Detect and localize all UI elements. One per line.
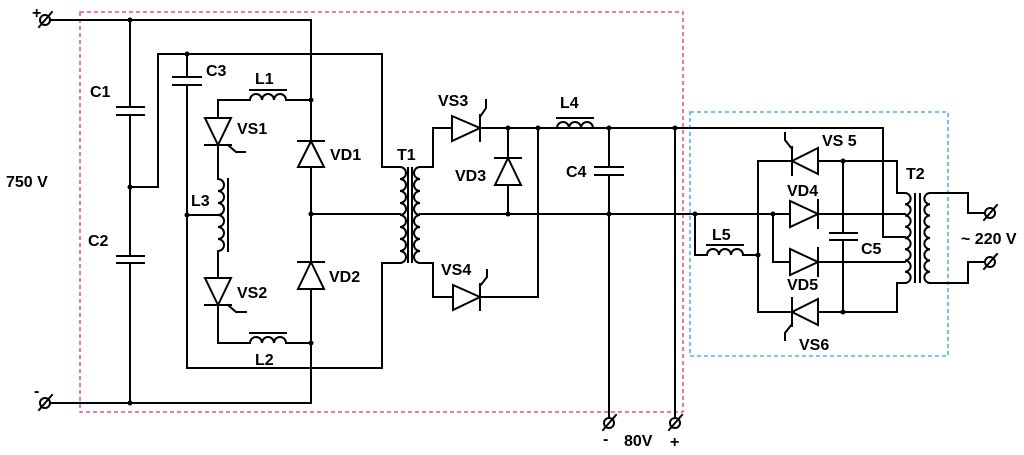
label-vd3: VD3 xyxy=(455,168,486,185)
label-vs1: VS1 xyxy=(237,121,267,138)
inductor-l1 xyxy=(248,89,288,102)
junction-dots xyxy=(127,17,846,406)
label-minus-in: - xyxy=(34,383,39,400)
wires xyxy=(49,19,986,419)
label-plus-out: + xyxy=(670,434,679,451)
inverter-block-boundary xyxy=(79,11,684,413)
terminal-output-dc-minus[interactable] xyxy=(601,413,618,432)
inductor-l3 xyxy=(216,177,229,253)
inductor-l2 xyxy=(248,332,288,345)
label-l1: L1 xyxy=(255,71,274,88)
terminal-input-plus[interactable] xyxy=(37,10,54,29)
capacitor-c2 xyxy=(116,255,145,264)
inductor-l4 xyxy=(555,117,595,130)
diode-vd4 xyxy=(789,199,821,229)
label-vs6: VS6 xyxy=(799,337,829,354)
label-c3: C3 xyxy=(206,63,227,80)
label-minus-out: - xyxy=(603,431,608,448)
label-output-ac: ~ 220 V xyxy=(961,231,1017,248)
diode-vd5 xyxy=(789,247,821,277)
label-t1: T1 xyxy=(397,147,416,164)
label-t2: T2 xyxy=(906,166,925,183)
transformer-t1 xyxy=(398,165,422,265)
label-vs3: VS3 xyxy=(438,93,468,110)
thyristor-vs3 xyxy=(451,99,487,143)
terminal-output-dc-plus[interactable] xyxy=(667,413,684,432)
thyristor-vs2 xyxy=(203,277,247,313)
label-input-voltage: 750 V xyxy=(6,174,48,191)
label-c4: C4 xyxy=(566,164,587,181)
thyristor-vs5 xyxy=(784,132,819,176)
label-c2: C2 xyxy=(88,233,109,250)
transformer-t2 xyxy=(903,191,932,285)
label-l5: L5 xyxy=(712,227,731,244)
label-l3: L3 xyxy=(191,193,210,210)
terminal-output-ac-2[interactable] xyxy=(982,252,999,271)
label-vd5: VD5 xyxy=(787,277,818,294)
label-output-dc: 80V xyxy=(624,433,653,450)
terminal-output-ac-1[interactable] xyxy=(982,203,999,222)
label-plus-in: + xyxy=(32,5,41,22)
output-block-boundary xyxy=(689,111,949,357)
inductor-l5 xyxy=(705,244,745,257)
label-vd4: VD4 xyxy=(787,183,818,200)
component-labels: + - 750 V C1 C2 C3 L1 VS1 VD1 L3 VD2 VS2… xyxy=(6,5,1017,451)
thyristor-vs1 xyxy=(203,117,246,153)
label-vs5: VS 5 xyxy=(822,133,857,150)
label-vd1: VD1 xyxy=(330,147,361,164)
diode-vd2 xyxy=(296,259,326,290)
capacitor-c1 xyxy=(116,106,145,116)
capacitor-c5 xyxy=(829,232,858,241)
diode-vd3 xyxy=(493,155,523,186)
capacitor-c4 xyxy=(594,166,624,176)
label-vs2: VS2 xyxy=(237,285,267,302)
capacitor-c3 xyxy=(172,76,202,86)
thyristor-vs6 xyxy=(784,297,819,341)
label-l4: L4 xyxy=(560,95,579,112)
thyristor-vs4 xyxy=(452,269,488,312)
label-c1: C1 xyxy=(90,84,111,101)
diode-vd1 xyxy=(296,138,326,168)
label-c5: C5 xyxy=(861,241,882,258)
label-vs4: VS4 xyxy=(441,262,471,279)
terminal-input-minus[interactable] xyxy=(37,393,54,412)
label-l2: L2 xyxy=(255,352,274,369)
label-vd2: VD2 xyxy=(329,269,360,286)
